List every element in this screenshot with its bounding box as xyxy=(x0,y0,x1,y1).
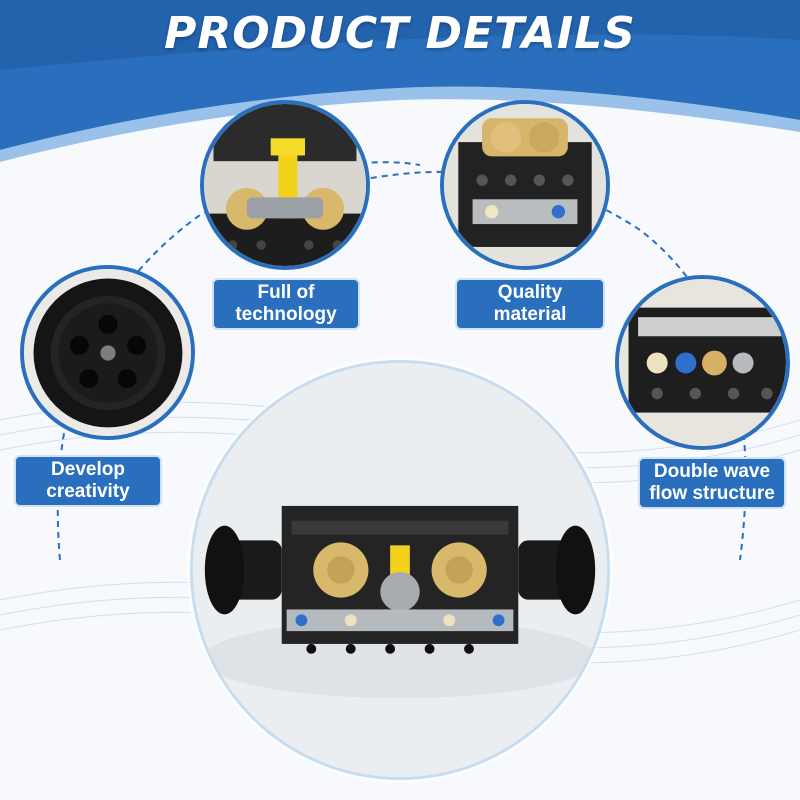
feature-label-line: Full of xyxy=(257,282,315,303)
feature-label-line: Double wave xyxy=(653,461,771,482)
feature-label-line: creativity xyxy=(46,481,130,502)
detail-image-wheel xyxy=(20,265,195,440)
detail-image-axle xyxy=(615,275,790,450)
detail-image-gears xyxy=(200,100,370,270)
feature-label-flow-structure: Double wave flow structure xyxy=(638,457,786,509)
feature-label-material: Quality material xyxy=(455,278,605,330)
feature-label-line: Quality xyxy=(497,282,563,303)
feature-label-creativity: Develop creativity xyxy=(14,455,162,507)
detail-image-frame xyxy=(440,100,610,270)
feature-label-line: Develop xyxy=(51,459,125,480)
feature-label-line: material xyxy=(493,304,567,325)
page-title: PRODUCT DETAILS xyxy=(164,8,636,59)
feature-label-technology: Full of technology xyxy=(212,278,360,330)
feature-label-line: technology xyxy=(235,304,337,325)
feature-label-line: flow structure xyxy=(649,483,775,504)
main-product-image xyxy=(190,360,610,780)
